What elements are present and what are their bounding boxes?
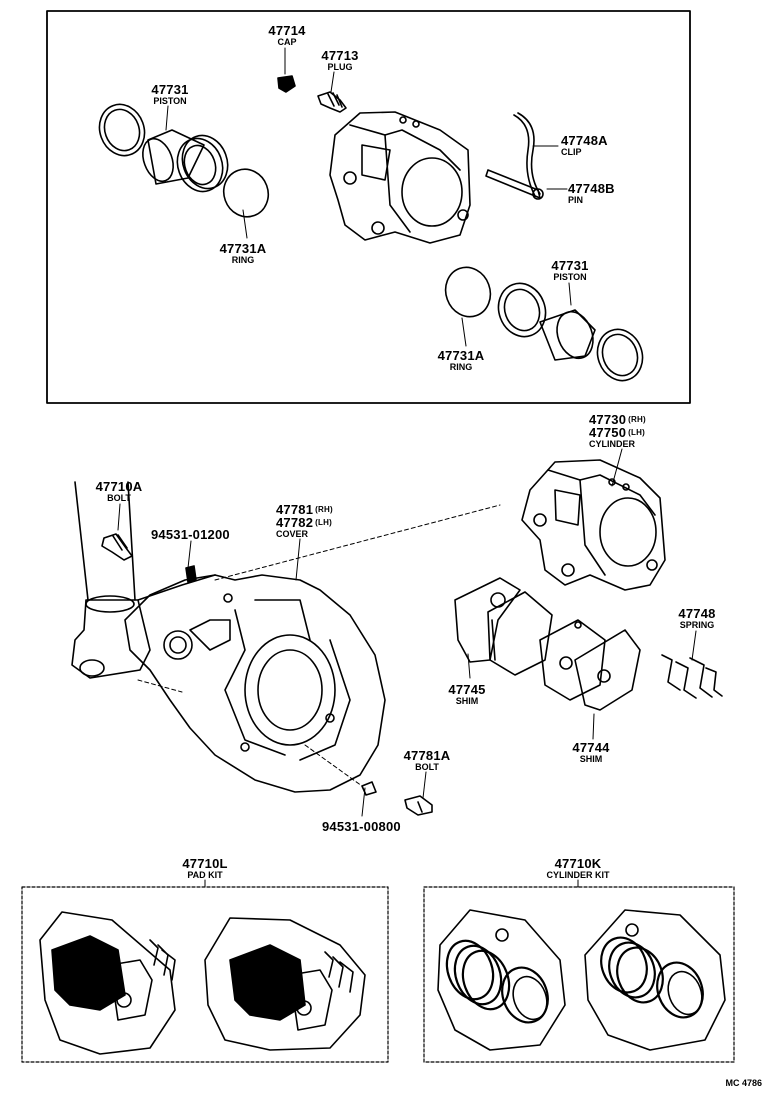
left-piston-group (98, 103, 270, 218)
caliper-detail-frame (46, 10, 691, 404)
cap-part (277, 75, 296, 93)
cylinder-kit-frame (423, 886, 735, 1063)
pad-kit-bag-2 (204, 917, 366, 1051)
cap-label: 47714 CAP (268, 23, 306, 47)
cylinder-label: 47730(RH) 47750(LH) CYLINDER (589, 412, 646, 449)
pad-left-part (487, 591, 553, 676)
disc-cover (124, 574, 386, 793)
caliper-body-top (329, 111, 471, 244)
small-bolt-bottom-label: 94531-00800 (322, 819, 401, 834)
alignment-lines (137, 504, 501, 787)
shim-left-part (454, 577, 521, 663)
pad-kit-label: 47710L PAD KIT (182, 856, 228, 880)
small-bolt-top-label: 94531-01200 (151, 527, 230, 542)
ring-top-label: 47731A RING (219, 241, 267, 265)
steering-knuckle (71, 481, 216, 679)
cover-label: 47781(RH) 47782(LH) COVER (276, 502, 333, 539)
cylinder-kit-bag-1 (437, 909, 566, 1051)
clip-part (513, 112, 541, 197)
cylinder-kit-label: 47710K CYLINDER KIT (546, 856, 610, 880)
spring-label: 47748 SPRING (678, 606, 716, 630)
cover-bolt (404, 795, 433, 816)
shim-left-label: 47745 SHIM (448, 682, 486, 706)
pin-part (485, 169, 544, 200)
shim-right-part (574, 629, 641, 711)
pad-kit-bag-1 (39, 911, 176, 1055)
plug-part (317, 91, 347, 113)
clip-label: 47748A CLIP (561, 133, 608, 157)
plug-label: 47713 PLUG (321, 48, 359, 72)
pad-right-part (539, 619, 606, 701)
right-piston-group (444, 266, 644, 382)
bolt-cover-label: 47781A BOLT (403, 748, 451, 772)
knuckle-bolt (101, 533, 133, 561)
spring-parts (661, 654, 723, 699)
pin-label: 47748B PIN (568, 181, 615, 205)
bolt-knuckle-label: 47710A BOLT (95, 479, 143, 503)
ring-right-label: 47731A RING (437, 348, 485, 372)
cylinder-kit-bag-2 (584, 909, 726, 1051)
piston-top-label: 47731 PISTON (151, 82, 189, 106)
figure-code: MC 4786 (725, 1078, 762, 1088)
small-bolt-bottom (361, 781, 377, 796)
cylinder-part (521, 459, 666, 591)
kit-brackets (204, 879, 579, 888)
piston-right-label: 47731 PISTON (551, 258, 589, 282)
shim-right-label: 47744 SHIM (572, 740, 610, 764)
